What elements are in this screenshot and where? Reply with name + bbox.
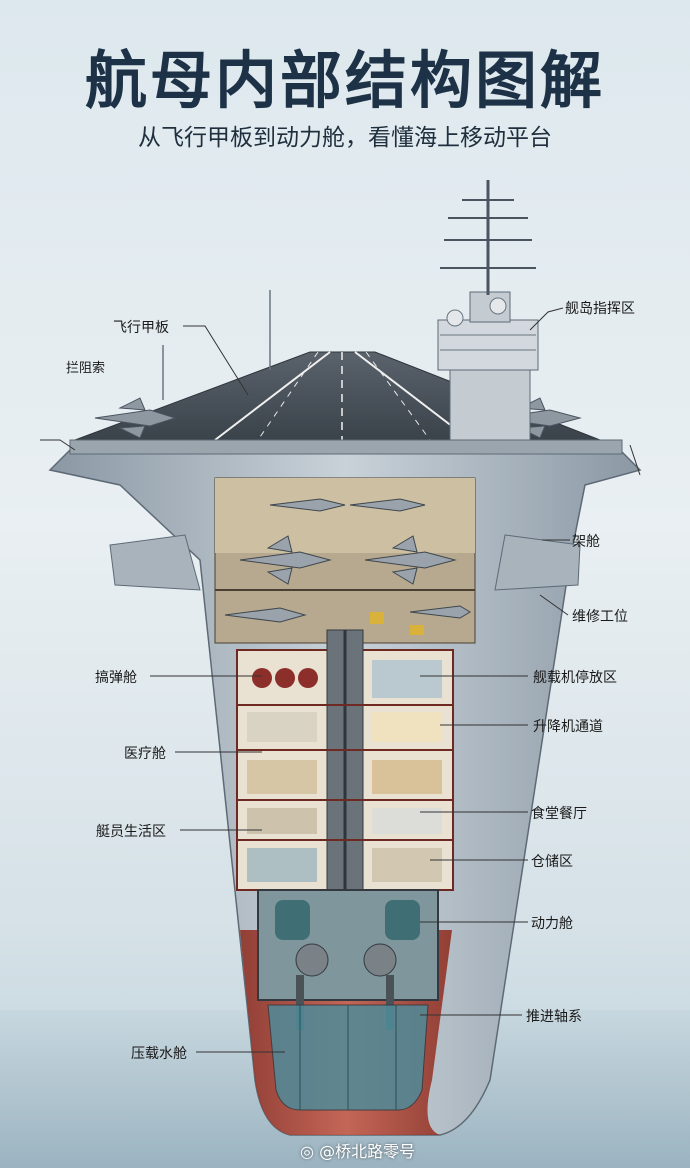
- hangar-aircraft-4: [349, 498, 426, 512]
- label-island: 舰岛指挥区: [565, 301, 635, 317]
- label-hangar: 架舱: [572, 534, 600, 550]
- label-medical: 医疗舱: [124, 746, 166, 762]
- page-title: 航母内部结构图解: [84, 44, 605, 117]
- leader-lines: [40, 307, 641, 1053]
- label-ballast: 压载水舱: [131, 1046, 187, 1062]
- label-maintenance: 维修工位: [572, 609, 628, 625]
- label-propulsion-shaft: 推进轴系: [526, 1009, 582, 1025]
- maintenance-aircraft: [224, 605, 471, 623]
- sponson-left: [109, 534, 201, 591]
- label-elevator: 升降机通道: [533, 719, 603, 735]
- label-arresting-wire: 拦阻索: [66, 361, 106, 376]
- label-aircraft-parking: 舰载机停放区: [533, 670, 617, 686]
- island-upper: [437, 319, 539, 371]
- hangar-aircraft-2: [364, 535, 457, 585]
- label-storage: 仓储区: [531, 854, 573, 870]
- label-flight-deck: 飞行甲板: [113, 320, 169, 336]
- page-subtitle: 从飞行甲板到动力舱，看懂海上移动平台: [138, 125, 552, 151]
- hangar-aircraft-3: [269, 498, 346, 512]
- island-base: [449, 364, 531, 441]
- label-magazine: 搞弹舱: [95, 670, 137, 686]
- label-canteen: 食堂餐厅: [531, 806, 587, 822]
- watermark-text: @桥北路零号: [319, 1142, 416, 1161]
- label-power: 动力舱: [531, 916, 573, 932]
- label-crew-quarters: 艇员生活区: [96, 824, 166, 840]
- sponson-right: [494, 534, 581, 591]
- hangar-aircraft-1: [239, 535, 332, 585]
- weibo-logo-icon: ◎: [300, 1142, 314, 1161]
- watermark: ◎ @桥北路零号: [300, 1138, 415, 1162]
- deck-aircraft-left: [94, 397, 177, 439]
